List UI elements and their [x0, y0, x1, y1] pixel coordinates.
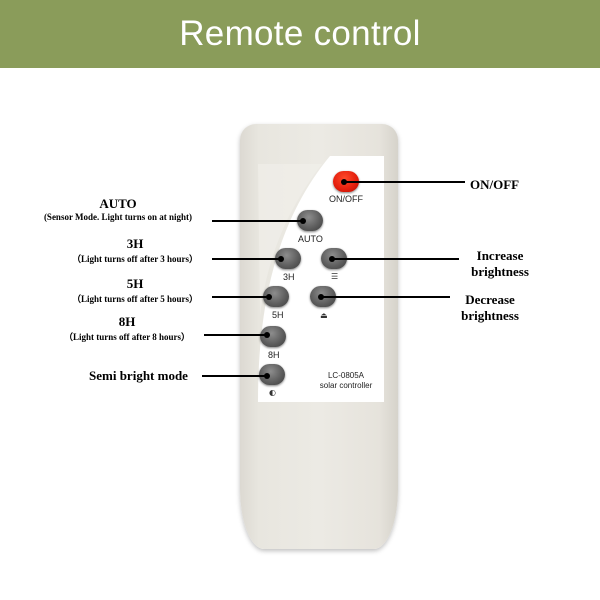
h5-callout-dot	[266, 294, 272, 300]
auto-button-label: AUTO	[298, 234, 323, 244]
decrease-callout-dot	[318, 294, 324, 300]
h5-callout-title: 5H	[126, 276, 144, 291]
auto-callout-subtitle: (Sensor Mode. Light turns on at night)	[43, 212, 193, 222]
decrease-callout-line2: brightness	[461, 308, 519, 323]
auto-callout-dot	[300, 218, 306, 224]
h3-callout-line	[212, 258, 280, 260]
increase-callout-line2: brightness	[471, 264, 529, 279]
auto-callout-title: AUTO	[99, 196, 137, 211]
model-name: LC-0805A	[327, 371, 365, 380]
onoff-callout-title: ON/OFF	[470, 177, 520, 192]
h5-callout-subtitle: （Light turns off after 5 hours）	[71, 294, 199, 304]
onoff-button-label: ON/OFF	[329, 194, 363, 204]
onoff-callout-dot	[341, 179, 347, 185]
semi-callout: Semi bright mode	[76, 368, 201, 384]
h5-callout: 5H （Light turns off after 5 hours）	[60, 276, 210, 305]
h5-button-label: 5H	[272, 310, 284, 320]
h8-button-label: 8H	[268, 350, 280, 360]
header-banner: Remote control	[0, 0, 600, 68]
half-circle-icon: ◐	[269, 388, 276, 397]
h8-callout-subtitle: （Light turns off after 8 hours）	[63, 332, 191, 342]
model-subtitle: solar controller	[319, 381, 373, 390]
semi-callout-title: Semi bright mode	[89, 368, 188, 383]
h3-callout-dot	[278, 256, 284, 262]
auto-button[interactable]	[297, 210, 323, 231]
h8-callout-dot	[264, 332, 270, 338]
lamp-down-icon: ⏏	[320, 311, 328, 320]
increase-callout-dot	[329, 256, 335, 262]
semi-bright-button[interactable]	[259, 364, 285, 385]
onoff-callout-line	[345, 181, 465, 183]
decrease-callout-line	[322, 296, 450, 298]
h3-callout-subtitle: （Light turns off after 3 hours）	[71, 254, 199, 264]
semi-callout-dot	[264, 373, 270, 379]
lamp-up-icon: ☰	[331, 272, 339, 281]
increase-callout-line	[333, 258, 459, 260]
page-title: Remote control	[179, 14, 421, 53]
h8-callout-line	[204, 334, 266, 336]
h3-callout: 3H （Light turns off after 3 hours）	[60, 236, 210, 265]
onoff-callout: ON/OFF	[470, 177, 540, 193]
h3-button-label: 3H	[283, 272, 295, 282]
decrease-callout: Decrease brightness	[450, 292, 530, 324]
auto-callout: AUTO (Sensor Mode. Light turns on at nig…	[28, 196, 208, 222]
model-label: LC-0805A solar controller	[312, 371, 380, 391]
decrease-callout-line1: Decrease	[465, 292, 515, 307]
increase-callout-line1: Increase	[476, 248, 524, 263]
button-panel	[258, 156, 384, 402]
increase-callout: Increase brightness	[460, 248, 540, 280]
h3-button[interactable]	[275, 248, 301, 269]
h5-callout-line	[212, 296, 268, 298]
h8-callout-title: 8H	[118, 314, 136, 329]
auto-callout-line	[212, 220, 302, 222]
h3-callout-title: 3H	[126, 236, 144, 251]
h8-button[interactable]	[260, 326, 286, 347]
h8-callout: 8H （Light turns off after 8 hours）	[52, 314, 202, 343]
h5-button[interactable]	[263, 286, 289, 307]
semi-callout-line	[202, 375, 266, 377]
